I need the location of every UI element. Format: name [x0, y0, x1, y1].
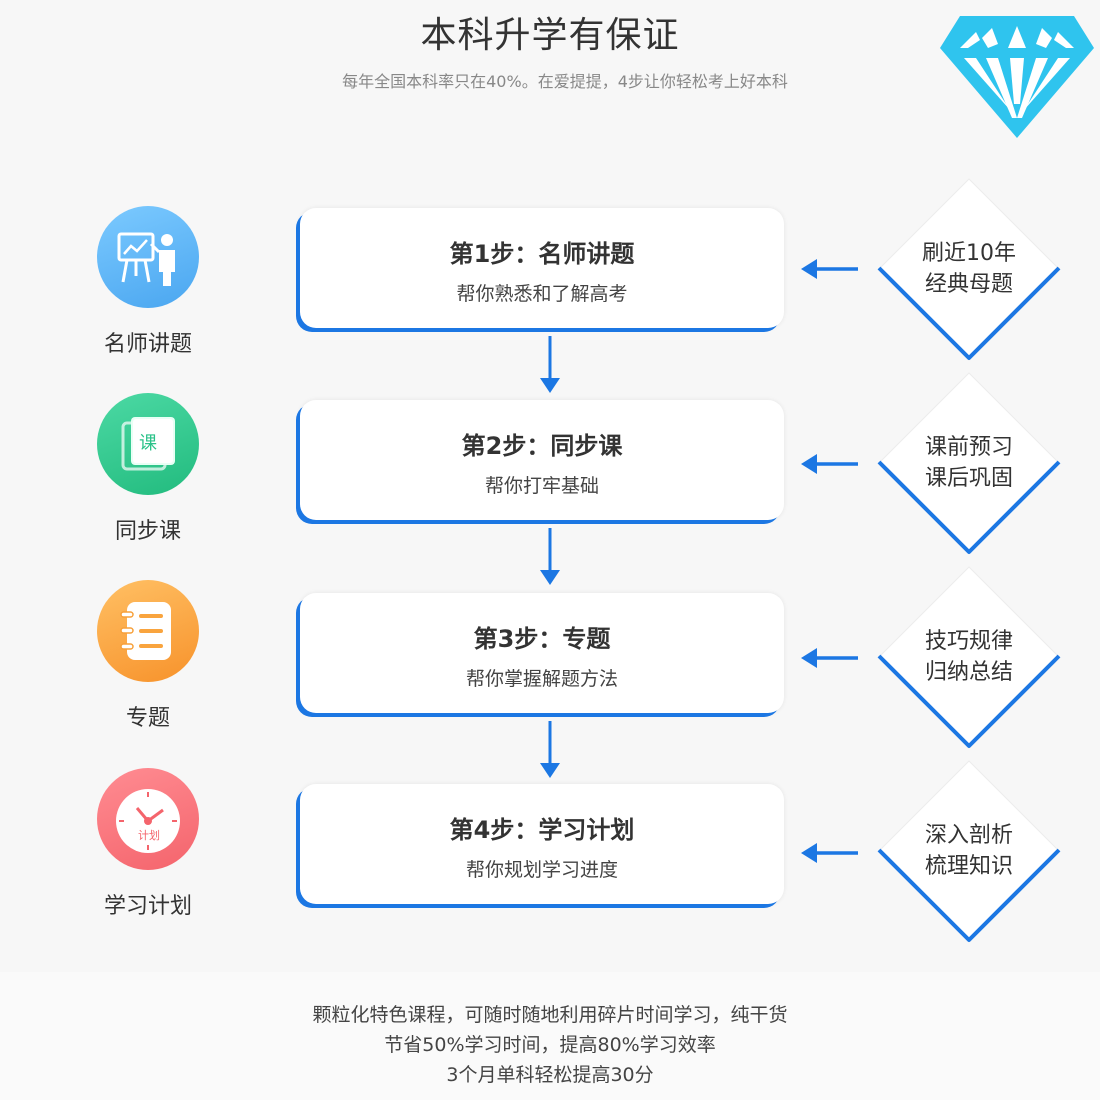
feature-line-2: 经典母题 [924, 272, 1013, 297]
step-subtitle: 帮你打牢基础 [484, 475, 599, 497]
feature-line-1: 深入剖析 [924, 823, 1013, 848]
step-subtitle: 帮你掌握解题方法 [465, 668, 618, 690]
feature-line-2: 课后巩固 [924, 466, 1013, 491]
clock-icon: 计划 [97, 768, 199, 870]
left-item-label: 同步课 [114, 519, 181, 544]
page-subtitle: 每年全国本科率只在40%。在爱提提，4步让你轻松考上好本科 [342, 72, 788, 91]
step-title: 第3步：专题 [473, 625, 611, 653]
step-title: 第4步：学习计划 [449, 816, 635, 844]
footer-line-2: 节省50%学习时间，提高80%学习效率 [384, 1034, 716, 1056]
feature-line-2: 归纳总结 [924, 660, 1013, 685]
left-item-plan: 计划 学习计划 [88, 768, 208, 920]
step-card-1: 第1步：名师讲题 帮你熟悉和了解高考 [300, 208, 784, 328]
down-arrow-icon [540, 528, 560, 585]
plan-badge: 计划 [138, 829, 160, 842]
step-card-2: 第2步：同步课 帮你打牢基础 [300, 400, 784, 520]
left-item-label: 学习计划 [103, 894, 192, 919]
left-arrow-icon [801, 454, 858, 474]
feature-diamond-2: 课前预习 课后巩固 [876, 370, 1062, 556]
footer-line-3: 3个月单科轻松提高30分 [446, 1064, 654, 1086]
step-subtitle: 帮你熟悉和了解高考 [456, 283, 628, 305]
feature-diamond-3: 技巧规律 归纳总结 [876, 564, 1062, 750]
down-arrow-icon [540, 721, 560, 778]
left-item-lesson: 课 同步课 [88, 393, 208, 545]
footer: 颗粒化特色课程，可随时随地利用碎片时间学习，纯干货 节省50%学习时间，提高80… [0, 972, 1100, 1100]
left-item-teacher: 名师讲题 [88, 206, 208, 358]
left-arrow-icon [801, 843, 858, 863]
footer-line-1: 颗粒化特色课程，可随时随地利用碎片时间学习，纯干货 [312, 1004, 788, 1026]
left-item-label: 名师讲题 [103, 332, 192, 357]
diamond-icon [940, 16, 1094, 138]
left-item-label: 专题 [125, 706, 170, 731]
left-item-topic: 专题 [88, 580, 208, 732]
page-title: 本科升学有保证 [420, 15, 680, 56]
teacher-board-icon [97, 206, 199, 308]
lesson-badge: 课 [139, 433, 157, 454]
feature-diamond-4: 深入剖析 梳理知识 [876, 758, 1062, 944]
down-arrow-icon [540, 336, 560, 393]
notebook-icon [97, 580, 199, 682]
feature-diamond-1: 刷近10年 经典母题 [876, 176, 1062, 362]
feature-line-2: 梳理知识 [924, 854, 1013, 879]
step-title: 第2步：同步课 [461, 432, 623, 460]
feature-line-1: 刷近10年 [922, 241, 1016, 266]
step-title: 第1步：名师讲题 [449, 240, 635, 268]
left-arrow-icon [801, 648, 858, 668]
feature-line-1: 技巧规律 [924, 629, 1013, 654]
step-card-3: 第3步：专题 帮你掌握解题方法 [300, 593, 784, 713]
step-subtitle: 帮你规划学习进度 [465, 859, 618, 881]
step-card-4: 第4步：学习计划 帮你规划学习进度 [300, 784, 784, 904]
lesson-book-icon: 课 [97, 393, 199, 495]
left-arrow-icon [801, 259, 858, 279]
feature-line-1: 课前预习 [924, 435, 1013, 460]
